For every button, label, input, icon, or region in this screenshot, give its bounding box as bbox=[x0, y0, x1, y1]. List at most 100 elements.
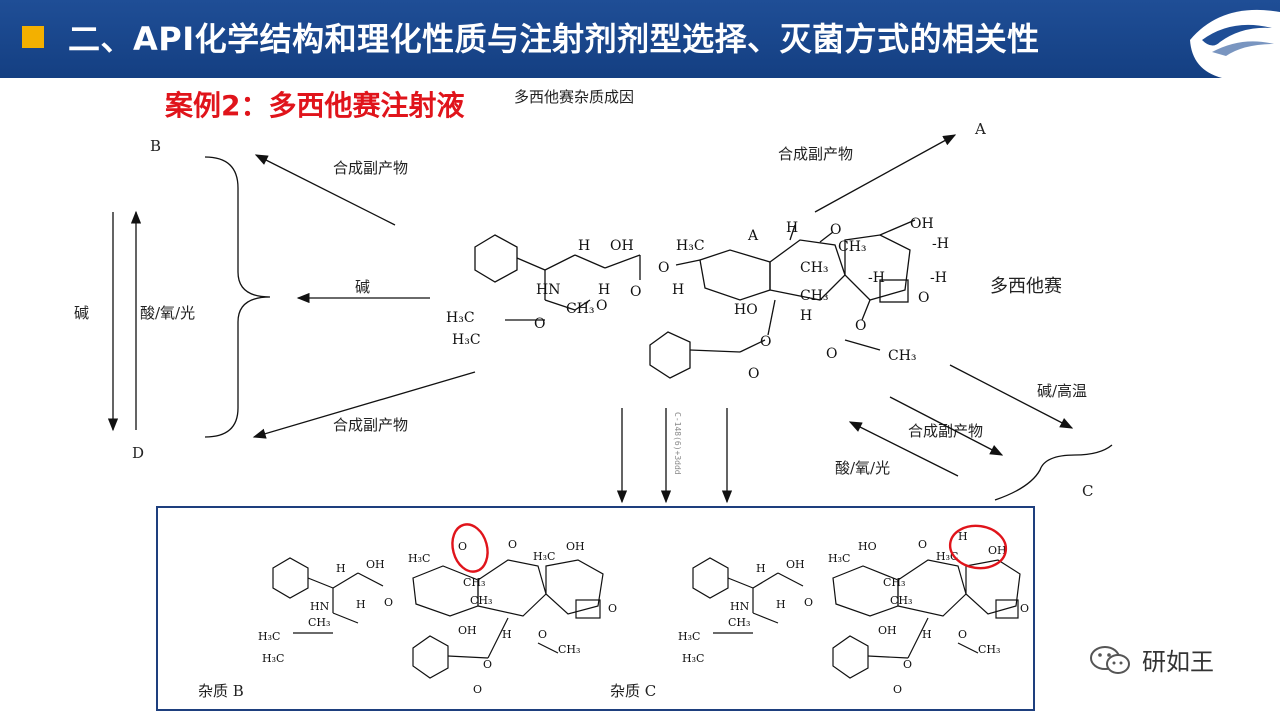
svg-text:H₃C: H₃C bbox=[408, 552, 430, 565]
svg-text:H: H bbox=[336, 562, 346, 575]
company-logo-icon bbox=[1190, 9, 1280, 78]
svg-text:O: O bbox=[918, 290, 929, 306]
label-byproduct-to-d: 合成副产物 bbox=[333, 416, 409, 434]
svg-text:-H: -H bbox=[930, 270, 947, 286]
label-byproduct-to-b: 合成副产物 bbox=[333, 159, 409, 177]
node-c-label: C bbox=[1082, 482, 1094, 500]
node-a-label: A bbox=[975, 120, 986, 138]
svg-text:H₃C: H₃C bbox=[678, 630, 700, 643]
svg-text:H: H bbox=[578, 238, 590, 254]
node-d-label: D bbox=[132, 444, 145, 462]
svg-text:O: O bbox=[855, 318, 866, 334]
svg-text:O: O bbox=[384, 596, 393, 609]
svg-text:OH: OH bbox=[988, 544, 1007, 557]
svg-text:H: H bbox=[356, 598, 366, 611]
label-base-d-to-b: 碱 bbox=[74, 304, 90, 322]
svg-text:HN: HN bbox=[536, 282, 560, 298]
svg-text:O: O bbox=[958, 628, 967, 641]
svg-text:O: O bbox=[893, 683, 902, 696]
highlight-circle-b bbox=[451, 523, 489, 573]
figure-caption: 多西他赛杂质成因 bbox=[514, 88, 635, 106]
svg-text:O: O bbox=[760, 334, 771, 350]
svg-text:H: H bbox=[776, 598, 786, 611]
impurity-c-label: 杂质 C bbox=[610, 682, 657, 700]
svg-text:CH₃: CH₃ bbox=[883, 576, 905, 589]
svg-text:CH₃: CH₃ bbox=[978, 643, 1000, 656]
svg-text:HO: HO bbox=[734, 302, 758, 318]
svg-text:O: O bbox=[826, 346, 837, 362]
label-acid-b-to-d: 酸/氧/光 bbox=[140, 304, 196, 322]
case-title: 案例2：多西他赛注射液 bbox=[165, 89, 465, 122]
docetaxel-structure bbox=[474, 219, 916, 379]
svg-text:OH: OH bbox=[610, 238, 634, 254]
svg-text:CH₃: CH₃ bbox=[890, 594, 912, 607]
highlight-circle-c bbox=[948, 524, 1008, 570]
svg-text:O: O bbox=[748, 366, 759, 382]
svg-text:O: O bbox=[630, 284, 641, 300]
svg-text:O: O bbox=[918, 538, 927, 551]
svg-text:H₃C: H₃C bbox=[258, 630, 280, 643]
svg-text:O: O bbox=[804, 596, 813, 609]
header-bar: 二、API化学结构和理化性质与注射剂剂型选择、灭菌方式的相关性 bbox=[0, 0, 1280, 78]
svg-text:CH₃: CH₃ bbox=[308, 616, 330, 629]
svg-text:CH₃: CH₃ bbox=[800, 260, 829, 276]
svg-text:H₃C: H₃C bbox=[533, 550, 555, 563]
arrow-to-d bbox=[252, 371, 476, 439]
svg-text:H: H bbox=[598, 282, 610, 298]
impurity-b-label: 杂质 B bbox=[198, 682, 244, 700]
svg-text:CH₃: CH₃ bbox=[470, 594, 492, 607]
svg-text:A: A bbox=[747, 228, 759, 244]
svg-text:O: O bbox=[473, 683, 482, 696]
svg-text:-H: -H bbox=[932, 236, 949, 252]
arrow-to-a bbox=[814, 134, 957, 213]
svg-text:HO: HO bbox=[858, 540, 877, 553]
svg-text:OH: OH bbox=[566, 540, 585, 553]
svg-text:OH: OH bbox=[878, 624, 897, 637]
svg-text:OH: OH bbox=[786, 558, 805, 571]
svg-text:H: H bbox=[672, 282, 684, 298]
svg-text:CH₃: CH₃ bbox=[728, 616, 750, 629]
svg-text:O: O bbox=[508, 538, 517, 551]
svg-text:CH₃: CH₃ bbox=[800, 288, 829, 304]
svg-text:O: O bbox=[1020, 602, 1029, 615]
arrow-base-heat-to-c bbox=[949, 364, 1074, 429]
svg-text:CH₃: CH₃ bbox=[558, 643, 580, 656]
svg-text:H: H bbox=[958, 530, 968, 543]
label-base-to-bd: 碱 bbox=[355, 278, 371, 296]
svg-text:OH: OH bbox=[458, 624, 477, 637]
svg-text:H: H bbox=[786, 220, 798, 236]
arrow-to-b bbox=[254, 154, 396, 226]
svg-text:OH: OH bbox=[366, 558, 385, 571]
arrow-byproduct-to-c bbox=[889, 396, 1004, 456]
svg-text:H: H bbox=[756, 562, 766, 575]
svg-text:O: O bbox=[538, 628, 547, 641]
svg-text:O: O bbox=[483, 658, 492, 671]
svg-text:O: O bbox=[458, 540, 467, 553]
wechat-icon bbox=[1090, 646, 1130, 674]
svg-text:H₃C: H₃C bbox=[676, 238, 705, 254]
svg-text:H₃C: H₃C bbox=[262, 652, 284, 665]
label-base-heat-to-c: 碱/高温 bbox=[1037, 382, 1088, 400]
svg-text:CH₃: CH₃ bbox=[463, 576, 485, 589]
watermark-text: 研如王 bbox=[1142, 648, 1214, 676]
slide-title: 二、API化学结构和理化性质与注射剂剂型选择、灭菌方式的相关性 bbox=[68, 20, 1040, 58]
svg-text:H₃C: H₃C bbox=[446, 310, 475, 326]
label-byproduct-to-a: 合成副产物 bbox=[778, 145, 854, 163]
svg-text:-H: -H bbox=[868, 270, 885, 286]
svg-text:H₃C: H₃C bbox=[452, 332, 481, 348]
label-acid-from-c: 酸/氧/光 bbox=[835, 459, 891, 477]
right-brace bbox=[994, 444, 1113, 501]
svg-text:CH₃: CH₃ bbox=[838, 239, 867, 255]
left-brace bbox=[204, 156, 271, 438]
svg-text:H: H bbox=[502, 628, 512, 641]
svg-text:HN: HN bbox=[310, 600, 330, 613]
svg-text:O: O bbox=[608, 602, 617, 615]
svg-text:O: O bbox=[658, 260, 669, 276]
svg-text:H: H bbox=[800, 308, 812, 324]
svg-text:O: O bbox=[596, 298, 607, 314]
svg-text:H₃C: H₃C bbox=[828, 552, 850, 565]
